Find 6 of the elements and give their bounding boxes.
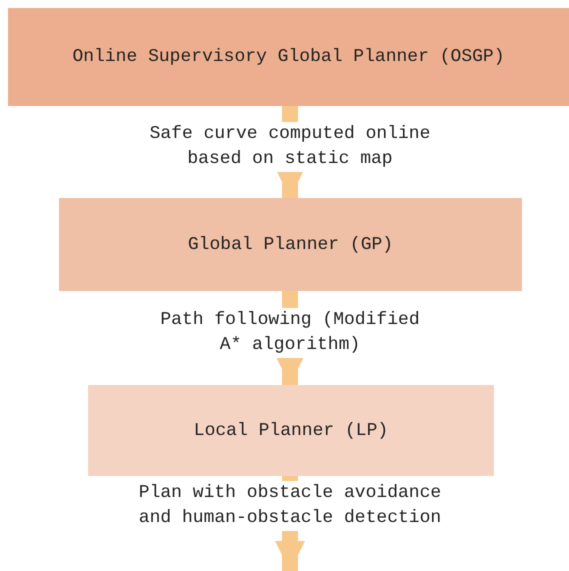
box-title: Local Planner (LP): [194, 420, 388, 440]
planner-box: [88, 385, 494, 476]
planner-box: [59, 198, 522, 291]
box-title: Online Supervisory Global Planner (OSGP): [72, 47, 505, 67]
planner-box: [8, 8, 569, 106]
box-title: Global Planner (GP): [188, 234, 394, 254]
